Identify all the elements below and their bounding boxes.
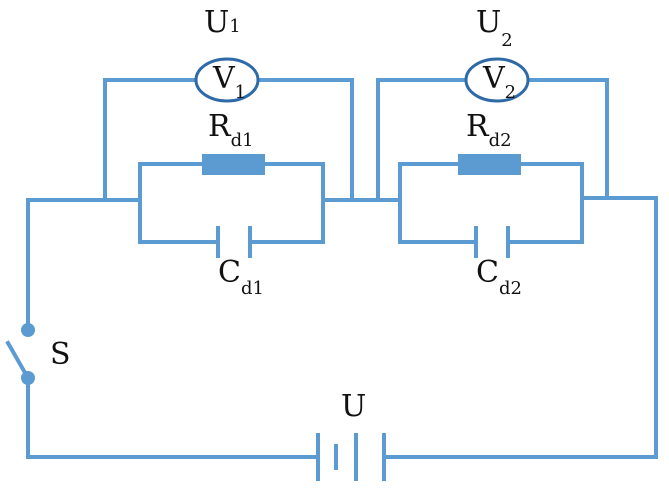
voltmeter-1-body	[194, 57, 260, 103]
capacitor-2-symbol: C	[476, 255, 499, 290]
voltmeter-1-top-symbol: U	[204, 5, 230, 40]
rc-block-1	[138, 162, 354, 244]
resistor-2-subscript: d2	[488, 130, 512, 151]
resistor-1-label: Rd1	[208, 109, 254, 150]
capacitor-1-symbol: C	[218, 255, 241, 290]
switch-blade	[5, 340, 31, 381]
resistor-2-label: Rd2	[466, 109, 512, 150]
voltmeter-2-top-symbol: U	[476, 5, 502, 40]
source-label: U	[341, 389, 367, 424]
voltmeter-2-bridge	[376, 78, 609, 202]
voltmeter-1-inner-subscript: 1	[234, 82, 247, 103]
voltmeter-1-bridge	[103, 78, 354, 202]
voltmeter-2-top-label: U2	[476, 5, 513, 50]
resistor-1-body	[202, 154, 265, 175]
voltmeter-1-inner-symbol: V	[213, 61, 235, 96]
voltmeter-1-top-label: U1	[204, 8, 241, 38]
rc-block-2	[376, 162, 609, 244]
capacitor-2-label: Cd2	[476, 255, 522, 298]
capacitor-1-subscript: d1	[240, 278, 264, 299]
voltmeter-2-inner-subscript: 2	[504, 82, 517, 103]
voltmeter-2-top-subscript: 2	[501, 30, 513, 51]
resistor-1-symbol: R	[208, 109, 231, 144]
switch-terminal-top	[21, 323, 35, 337]
wire-left-bottom	[26, 376, 320, 459]
voltmeter-2-inner-symbol: V	[483, 61, 505, 96]
voltmeter-1-top-subscript: 1	[229, 16, 241, 37]
voltmeter-1-inner-label: V1	[213, 61, 246, 102]
resistor-2-symbol: R	[466, 109, 489, 144]
resistor-1-subscript: d1	[230, 130, 254, 151]
resistor-2-body	[458, 154, 521, 175]
switch-label: S	[50, 337, 71, 372]
capacitor-1-label: Cd1	[218, 255, 264, 298]
voltmeter-2-inner-label: V2	[483, 61, 516, 102]
capacitor-2-subscript: d2	[498, 278, 522, 299]
wire-bottom-right	[382, 196, 658, 459]
voltmeter-2-body	[464, 57, 530, 103]
